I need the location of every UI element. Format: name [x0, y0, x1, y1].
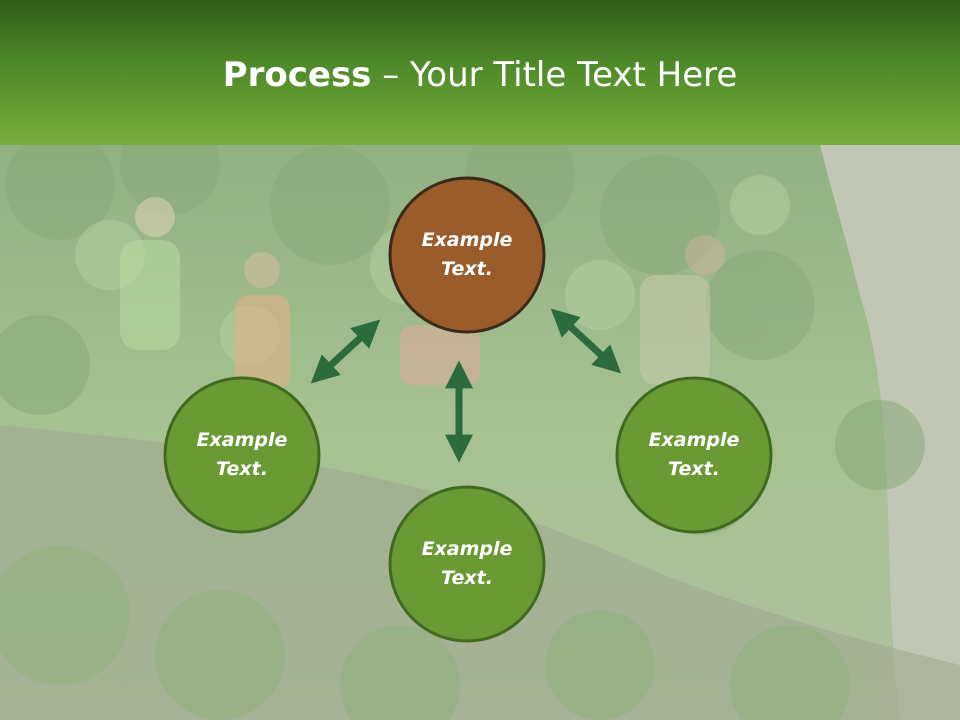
node-top-line2: Text. — [441, 258, 493, 280]
node-left-label: Example Text. — [167, 426, 317, 484]
node-bottom-line1: Example — [421, 538, 513, 560]
node-top-line1: Example — [421, 229, 513, 251]
node-bottom-line2: Text. — [441, 567, 493, 589]
title-bold: Process — [222, 55, 372, 95]
node-right-line2: Text. — [668, 458, 720, 480]
node-right-circle — [615, 376, 773, 534]
node-bottom-label: Example Text. — [392, 535, 542, 593]
node-bottom-circle — [388, 485, 546, 643]
arrow-top-left — [310, 319, 381, 384]
node-left-line2: Text. — [216, 458, 268, 480]
arrow-top-right — [550, 308, 622, 374]
node-left-circle — [163, 376, 321, 534]
node-left-line1: Example — [196, 429, 288, 451]
node-top-label: Example Text. — [392, 226, 542, 284]
title-bar — [0, 0, 960, 145]
node-right-label: Example Text. — [619, 426, 769, 484]
node-top-circle — [388, 176, 546, 334]
title-rest: – Your Title Text Here — [371, 55, 738, 95]
slide-title: Process – Your Title Text Here — [0, 52, 960, 98]
node-right-line1: Example — [648, 429, 740, 451]
